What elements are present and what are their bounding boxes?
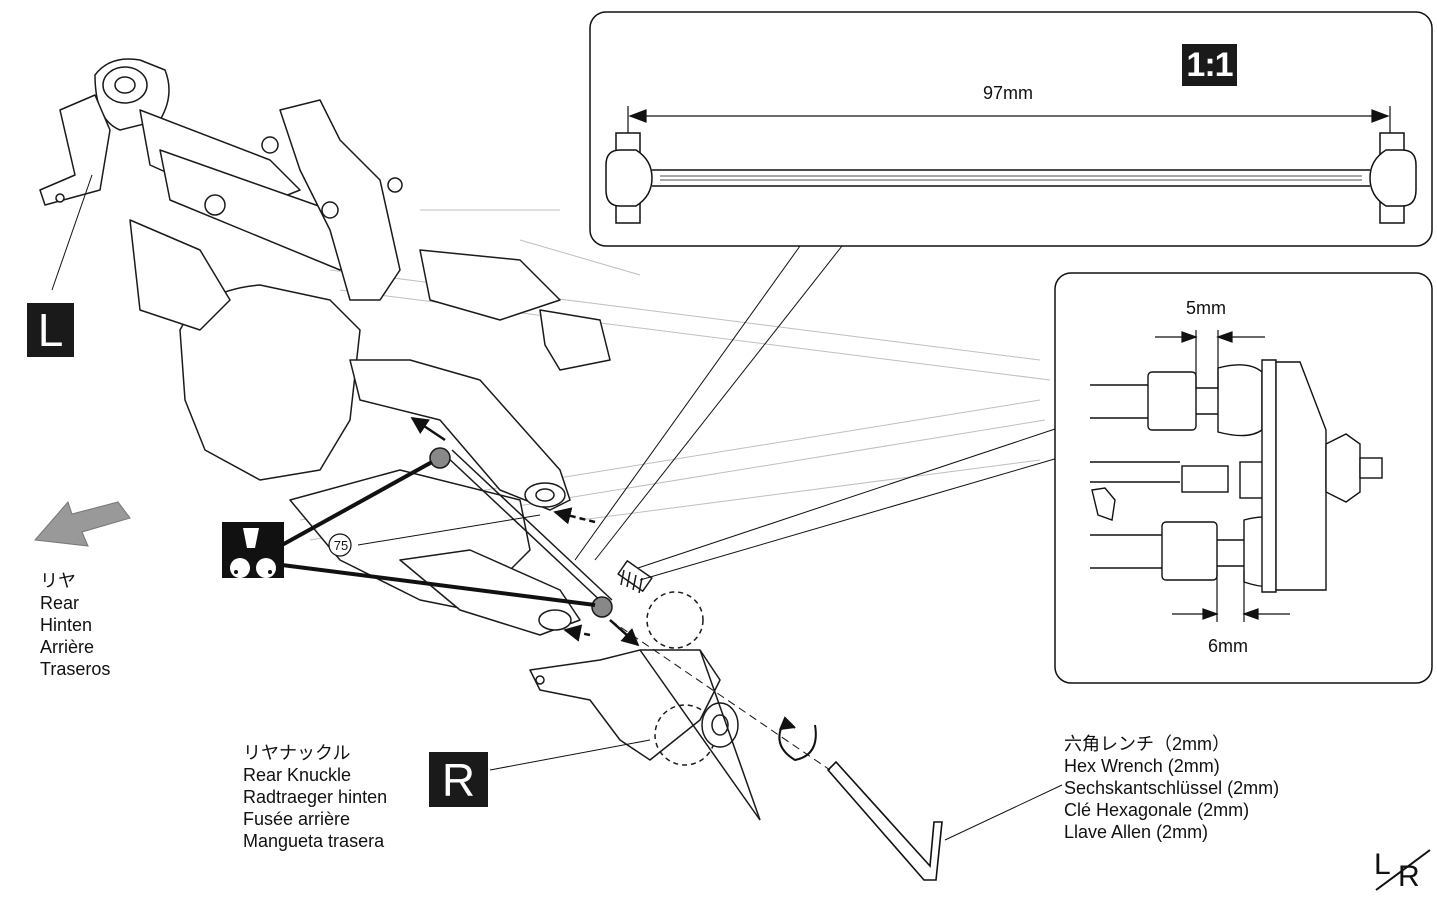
lr-slash-line xyxy=(1375,849,1431,891)
callout-right xyxy=(637,427,1059,581)
lr-mark-right: R xyxy=(1398,860,1420,893)
wrench-label-line: 六角レンチ（2mm） xyxy=(1064,734,1230,754)
gap-bottom-label: 6mm xyxy=(1208,636,1248,656)
direction-label-line: Hinten xyxy=(40,615,93,635)
wrench-label-line: Hex Wrench (2mm) xyxy=(1064,756,1220,776)
wrench-label-line: Llave Allen (2mm) xyxy=(1064,822,1209,842)
assembly-arrows xyxy=(410,416,640,647)
drive-shaft xyxy=(429,447,613,618)
scale-detail-box xyxy=(589,11,1433,247)
lr-mark-left: L xyxy=(1374,848,1391,881)
direction-label: リヤ Rear Hinten Arrière Traseros xyxy=(40,570,110,680)
wrench-label-line: Sechskantschlüssel (2mm) xyxy=(1064,778,1280,798)
right-side-badge: R xyxy=(429,752,488,807)
hex-wrench xyxy=(826,760,943,881)
part-number-circle xyxy=(328,533,352,557)
knuckle-label: リヤナックル Rear Knuckle Radtraeger hinten Fu… xyxy=(243,742,387,852)
gap-5mm-dimension xyxy=(1155,330,1265,390)
label-leaders xyxy=(51,174,1063,841)
grease-leader-lines xyxy=(281,460,596,607)
left-side-badge: L xyxy=(27,303,74,357)
gap-detail-drawing xyxy=(1090,359,1383,593)
knuckle-label-line: Radtraeger hinten xyxy=(243,787,388,807)
direction-label-line: Arrière xyxy=(40,637,95,657)
wrench-label-line: Clé Hexagonale (2mm) xyxy=(1064,800,1250,820)
shaft-full-scale xyxy=(605,132,1417,224)
direction-label-line: リヤ xyxy=(40,571,76,591)
direction-label-line: Traseros xyxy=(40,659,111,679)
chassis-assembly xyxy=(39,58,761,821)
axis-line xyxy=(609,619,831,771)
grease-icon xyxy=(222,522,284,578)
part-number-leader xyxy=(357,514,541,546)
shaft-length-label: 97mm xyxy=(983,83,1034,103)
rear-direction-arrow xyxy=(33,501,131,547)
left-right-mark: L R xyxy=(1368,848,1430,894)
part-number: 75 xyxy=(333,538,349,553)
wrench-label: 六角レンチ（2mm） Hex Wrench (2mm) Sechskantsch… xyxy=(1064,733,1279,843)
knuckle-label-line: リヤナックル xyxy=(243,743,351,763)
scale-badge: 1:1 xyxy=(1182,44,1237,86)
knuckle-label-line: Rear Knuckle xyxy=(243,765,352,785)
knuckle-label-line: Mangueta trasera xyxy=(243,831,385,851)
callout-top xyxy=(574,245,843,561)
gap-top-label: 5mm xyxy=(1186,298,1226,318)
gap-6mm-dimension xyxy=(1172,570,1290,622)
knuckle-label-line: Fusée arrière xyxy=(243,809,351,829)
direction-label-line: Rear xyxy=(40,593,80,613)
rotation-arrow xyxy=(778,716,817,762)
